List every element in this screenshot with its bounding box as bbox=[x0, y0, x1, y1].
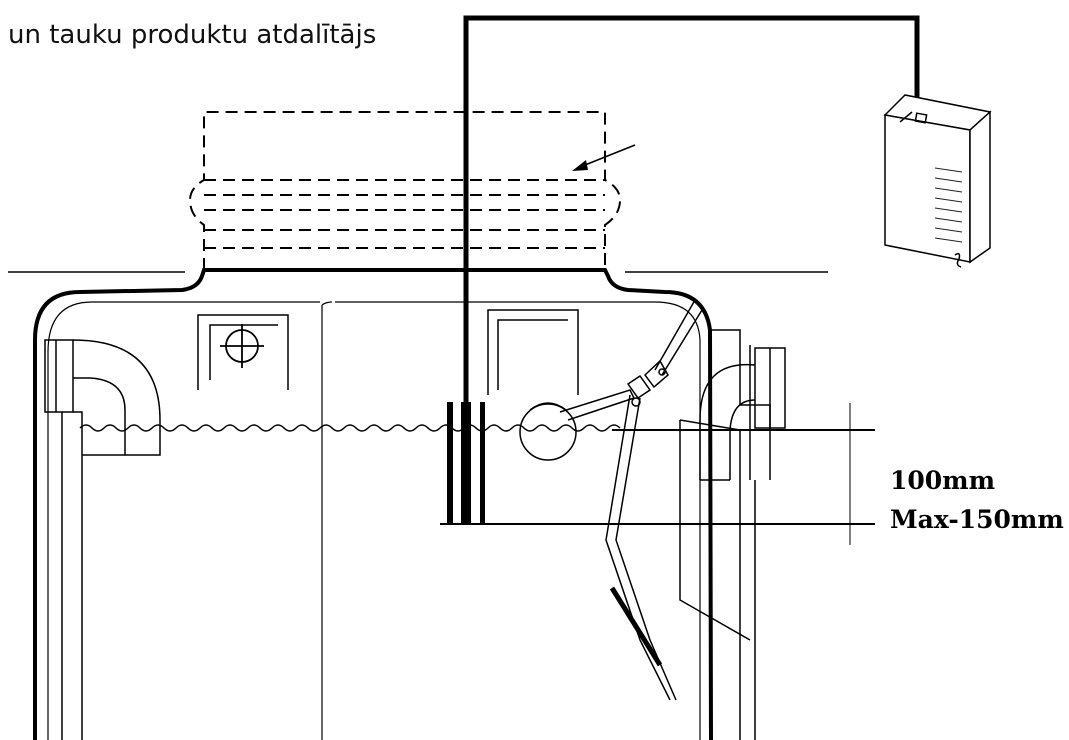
dimension-label-100mm: 100mm bbox=[890, 466, 996, 495]
liquid-surface bbox=[79, 424, 621, 432]
level-reference-lines bbox=[440, 403, 875, 545]
inlet-pipe bbox=[44, 339, 161, 740]
crosshair-symbol bbox=[220, 324, 264, 368]
dimension-label-max: Max-150mm bbox=[890, 505, 1064, 534]
riser-pointer-arrow bbox=[572, 144, 636, 171]
inspection-cover-left bbox=[197, 314, 289, 390]
extension-riser-dashed bbox=[188, 111, 622, 270]
inspection-cover-right bbox=[487, 309, 579, 395]
outlet-pipe bbox=[679, 329, 786, 740]
tank-body bbox=[33, 268, 713, 740]
alarm-unit bbox=[883, 94, 992, 268]
diagram-caption: un tauku produktu atdalītājs bbox=[8, 20, 377, 50]
alarm-probe bbox=[447, 402, 485, 524]
alarm-cable bbox=[463, 15, 920, 402]
float-switch bbox=[519, 299, 703, 701]
